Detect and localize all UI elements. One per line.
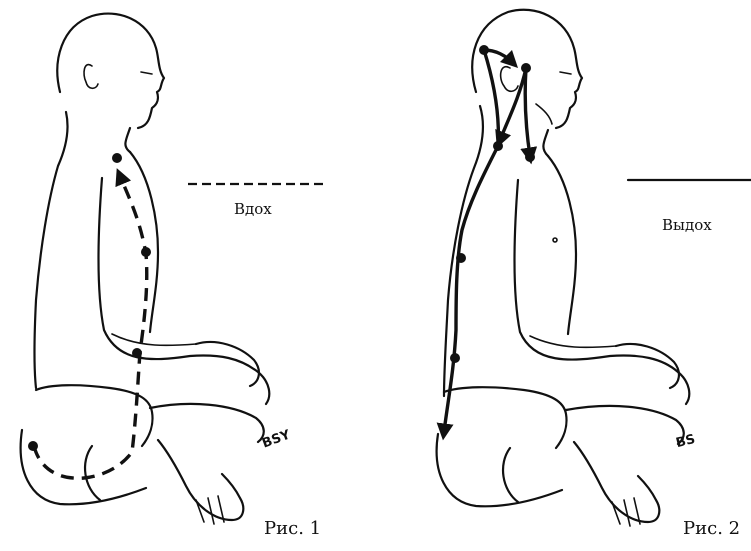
energy-point — [28, 441, 38, 451]
elbow-line — [530, 336, 616, 347]
hand-lower — [158, 440, 243, 520]
figure-1-caption: Рис. 1 — [264, 518, 321, 539]
shorts — [444, 387, 567, 448]
energy-point — [141, 247, 151, 257]
ear — [501, 67, 518, 92]
eye — [141, 72, 152, 74]
hand-upper — [196, 342, 259, 386]
energy-point — [450, 353, 460, 363]
inhale-label: Вдох — [234, 200, 272, 218]
thigh-lower — [437, 434, 562, 506]
figure-2-caption: Рис. 2 — [683, 518, 740, 539]
ear — [84, 65, 98, 89]
energy-point — [493, 141, 503, 151]
energy-path-inhale — [34, 176, 147, 478]
energy-path-head-cross-d — [525, 68, 530, 156]
energy-point — [112, 153, 122, 163]
thigh-lower — [21, 430, 146, 504]
nipple — [553, 238, 557, 242]
energy-point — [479, 45, 489, 55]
figure-2 — [437, 10, 751, 526]
energy-path-head-cross-b — [484, 50, 498, 146]
energy-point — [521, 63, 531, 73]
energy-path-head-cross-c — [500, 68, 526, 140]
fingers — [196, 496, 224, 524]
exhale-label: Выдох — [662, 216, 712, 234]
back-outline — [35, 112, 68, 388]
neck-front — [543, 130, 548, 156]
fingers — [612, 498, 640, 526]
arm — [515, 180, 690, 404]
neck-front — [125, 128, 130, 152]
elbow-line — [112, 334, 196, 345]
eye — [560, 72, 571, 74]
leg — [566, 406, 684, 444]
energy-point — [456, 253, 466, 263]
chest-front — [130, 152, 158, 332]
figure-1 — [21, 14, 328, 524]
lower-leg — [85, 446, 100, 500]
hand-lower — [574, 442, 659, 522]
back-outline — [444, 106, 483, 396]
energy-point — [525, 152, 535, 162]
energy-point — [132, 348, 142, 358]
head-outline — [57, 14, 164, 128]
chest-front — [548, 156, 576, 334]
lower-leg — [503, 448, 518, 502]
leg — [150, 404, 264, 442]
cheek — [536, 104, 552, 124]
